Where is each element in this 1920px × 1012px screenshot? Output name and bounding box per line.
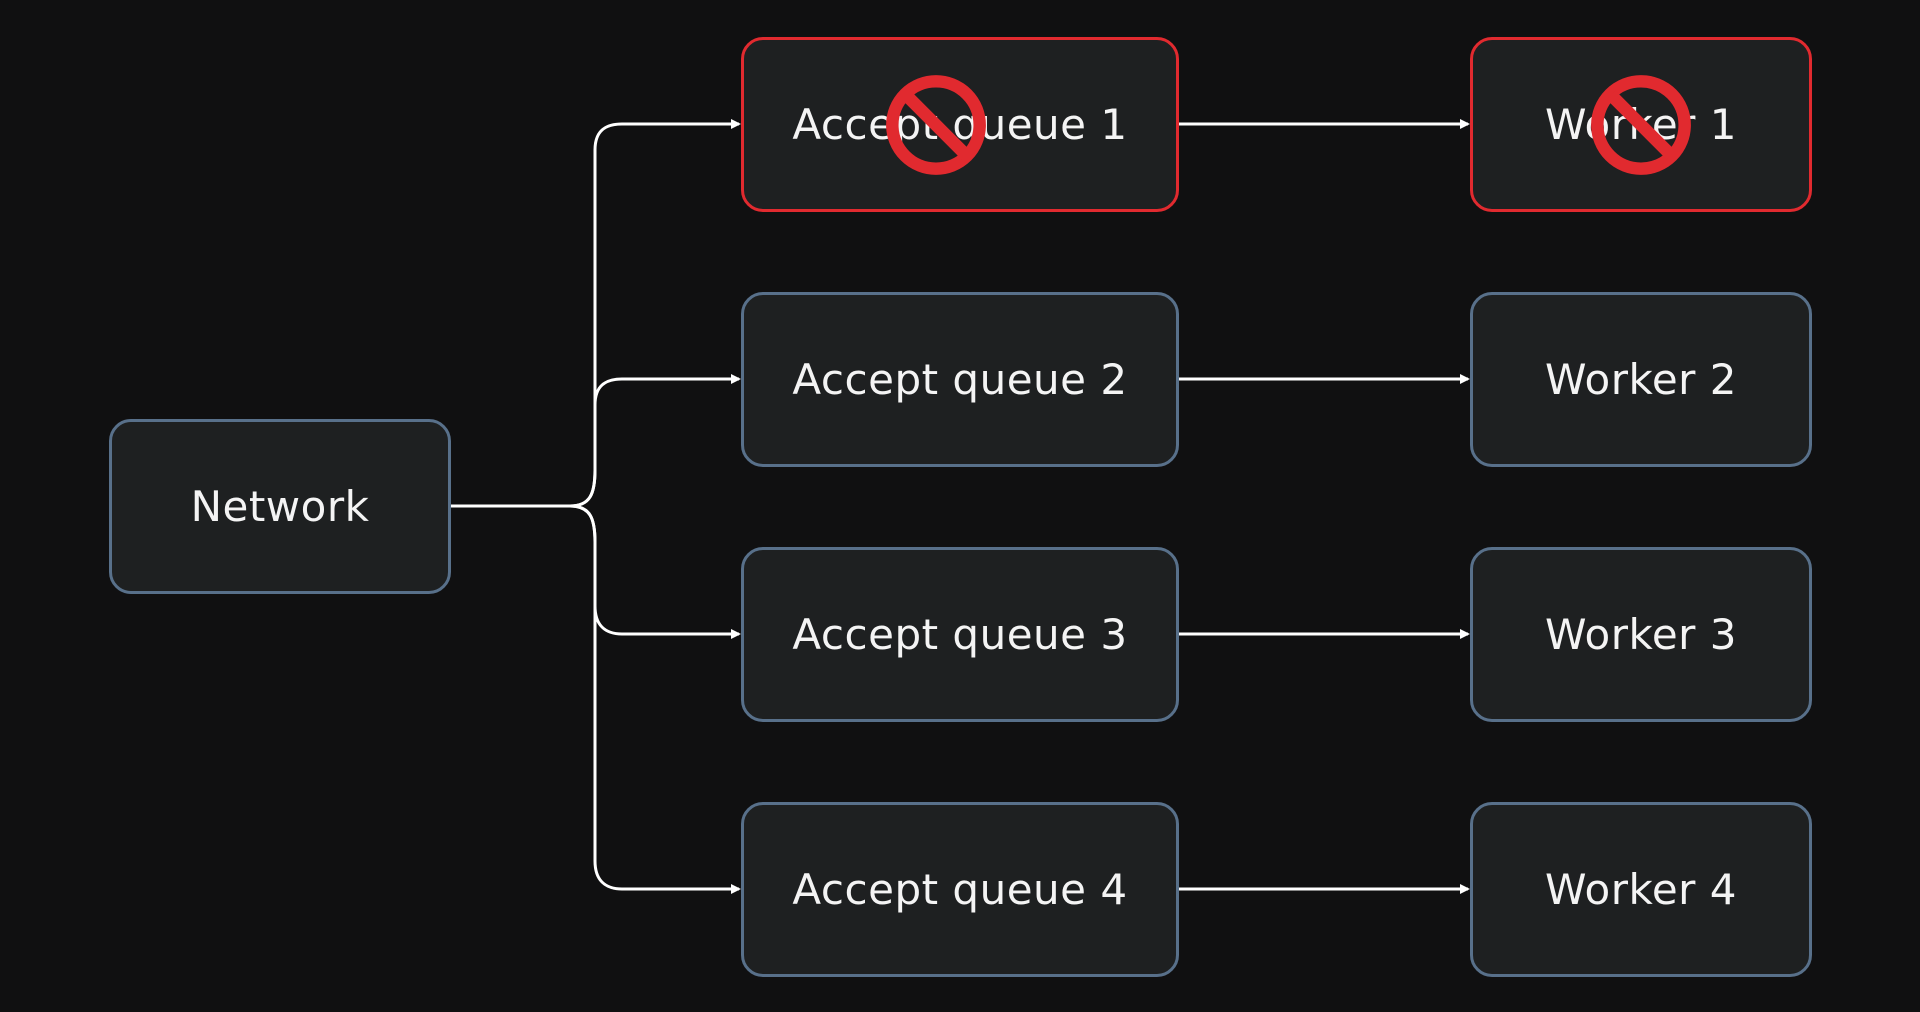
accept-queue-3-label: Accept queue 3 <box>792 610 1128 659</box>
worker-4-node: Worker 4 <box>1470 802 1812 977</box>
accept-queue-2-label: Accept queue 2 <box>792 355 1128 404</box>
worker-1-node: Worker 1 <box>1470 37 1812 212</box>
worker-2-label: Worker 2 <box>1544 355 1738 404</box>
network-label: Network <box>190 482 370 531</box>
accept-queue-4-label: Accept queue 4 <box>792 865 1128 914</box>
worker-4-label: Worker 4 <box>1544 865 1738 914</box>
network-node: Network <box>109 419 451 594</box>
worker-3-node: Worker 3 <box>1470 547 1812 722</box>
accept-queue-4-node: Accept queue 4 <box>741 802 1179 977</box>
connector-to-queue-4 <box>569 504 741 894</box>
worker-2-node: Worker 2 <box>1470 292 1812 467</box>
accept-queue-3-node: Accept queue 3 <box>741 547 1179 722</box>
prohibited-icon <box>886 74 987 175</box>
accept-queue-2-node: Accept queue 2 <box>741 292 1179 467</box>
worker-3-label: Worker 3 <box>1544 610 1738 659</box>
accept-queue-1-node: Accept queue 1 <box>741 37 1179 212</box>
connector-to-queue-2 <box>569 374 741 508</box>
prohibited-icon <box>1591 74 1691 175</box>
